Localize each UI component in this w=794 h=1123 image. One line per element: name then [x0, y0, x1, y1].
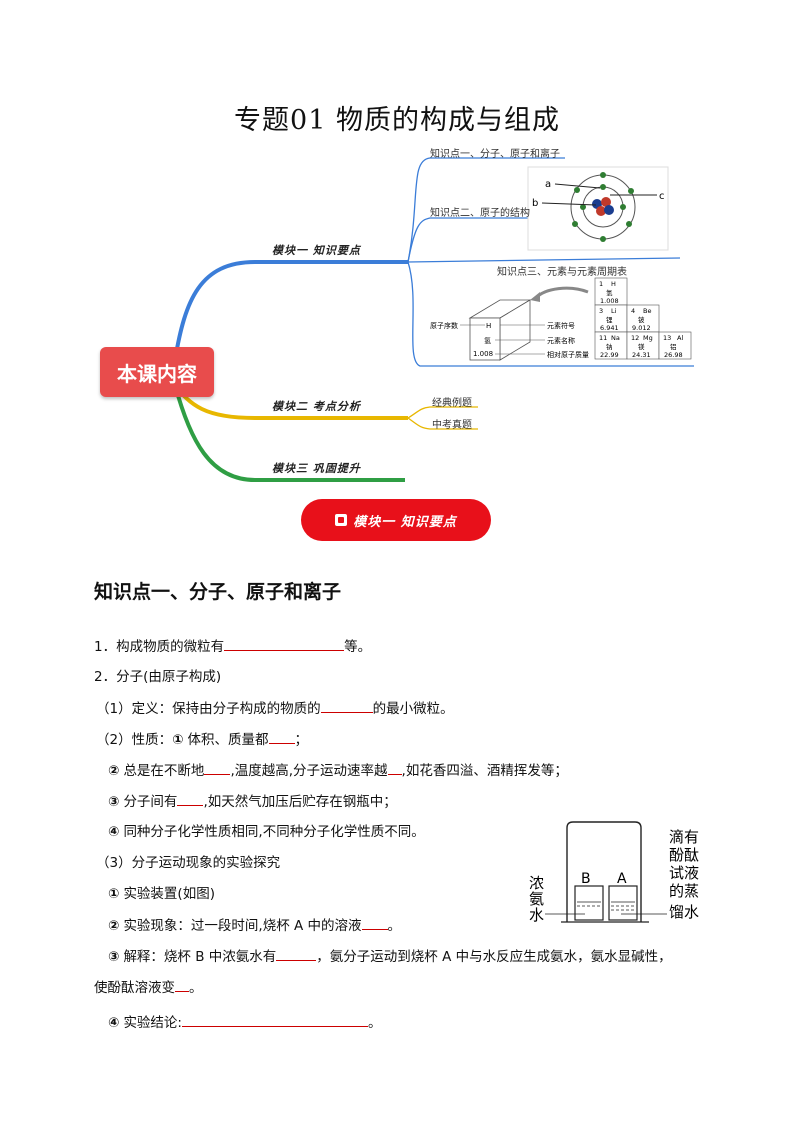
- section-heading: 知识点一、分子、原子和离子: [94, 581, 342, 603]
- atom-label-a: a: [545, 179, 551, 190]
- svg-text:6.941: 6.941: [600, 324, 619, 332]
- svg-text:铝: 铝: [670, 342, 677, 351]
- exam-point-1: 经典例题: [432, 398, 472, 409]
- svg-text:4: 4: [631, 307, 635, 315]
- atom-label-c: c: [659, 191, 665, 202]
- branch-line-1: [173, 260, 408, 361]
- svg-text:1.008: 1.008: [600, 297, 619, 305]
- branch-label-1: 模块一 知识要点: [272, 244, 361, 257]
- svg-text:H: H: [486, 322, 491, 330]
- svg-text:试液: 试液: [669, 864, 699, 882]
- svg-text:26.98: 26.98: [664, 351, 683, 359]
- svg-text:氢: 氢: [606, 288, 613, 297]
- svg-text:相对原子质量: 相对原子质量: [547, 350, 589, 359]
- svg-text:Li: Li: [611, 307, 617, 315]
- svg-text:钠: 钠: [606, 342, 613, 351]
- book-icon: [335, 514, 348, 526]
- svg-text:锂: 锂: [606, 315, 613, 324]
- svg-text:11: 11: [599, 334, 607, 342]
- atom-label-b: b: [532, 198, 538, 209]
- line-12: 使酚酞溶液变。: [94, 977, 203, 998]
- svg-text:原子序数: 原子序数: [430, 321, 458, 330]
- svg-text:9.012: 9.012: [632, 324, 651, 332]
- svg-text:Na: Na: [611, 334, 620, 342]
- knowledge-point-3: 知识点三、元素与元素周期表: [497, 267, 627, 278]
- svg-text:酚酞: 酚酞: [669, 846, 699, 864]
- page-title: 专题01 物质的构成与组成: [234, 105, 560, 136]
- svg-text:镁: 镁: [638, 342, 645, 351]
- beaker-b: [574, 885, 604, 921]
- branch-line-3: [173, 384, 405, 482]
- beaker-a: [608, 885, 638, 921]
- svg-text:13: 13: [663, 334, 671, 342]
- svg-text:12: 12: [631, 334, 639, 342]
- svg-text:1.008: 1.008: [473, 350, 493, 358]
- svg-text:1: 1: [599, 280, 603, 288]
- mindmap-center: 本课内容: [100, 347, 214, 397]
- experiment-apparatus: B A 浓 氨 水 滴有 酚酞 试液 的蒸 馏水: [529, 821, 699, 924]
- knowledge-point-1: 知识点一、分子、原子和离子: [430, 149, 560, 160]
- svg-text:氨: 氨: [529, 890, 544, 908]
- svg-text:的蒸: 的蒸: [669, 882, 699, 900]
- svg-text:A: A: [617, 871, 627, 887]
- svg-text:3: 3: [599, 307, 603, 315]
- svg-text:元素符号: 元素符号: [547, 321, 575, 330]
- svg-text:铍: 铍: [638, 315, 645, 324]
- line-3: （1）定义：保持由分子构成的物质的的最小微粒。: [96, 698, 454, 719]
- svg-text:22.99: 22.99: [600, 351, 619, 359]
- branch-label-3: 模块三 巩固提升: [272, 462, 361, 475]
- svg-text:Al: Al: [677, 334, 683, 342]
- branch-label-2: 模块二 考点分析: [272, 400, 361, 413]
- element-cell-diagram: 原子序数 H 氢 1.008 元素符号 元素名称 相对原子质量: [430, 286, 589, 361]
- svg-text:滴有: 滴有: [669, 828, 699, 846]
- svg-text:24.31: 24.31: [632, 351, 651, 359]
- line-8: （3）分子运动现象的实验探究: [96, 855, 281, 871]
- knowledge-point-2: 知识点二、原子的结构: [430, 208, 530, 219]
- svg-text:馏水: 馏水: [669, 903, 699, 921]
- line-1: 1．构成物质的微粒有等。: [94, 636, 371, 657]
- exam-point-2: 中考真题: [432, 420, 472, 431]
- svg-text:B: B: [581, 871, 591, 887]
- svg-text:水: 水: [529, 906, 544, 924]
- module-pill-button: 模块一 知识要点: [301, 499, 491, 541]
- svg-text:H: H: [611, 280, 616, 288]
- svg-text:浓: 浓: [529, 874, 544, 892]
- svg-text:Be: Be: [643, 307, 651, 315]
- bell-jar: [566, 821, 642, 922]
- svg-text:Mg: Mg: [643, 334, 653, 342]
- line-2: 2．分子(由原子构成): [94, 669, 222, 685]
- svg-text:氢: 氢: [484, 336, 491, 345]
- svg-text:元素名称: 元素名称: [547, 336, 575, 345]
